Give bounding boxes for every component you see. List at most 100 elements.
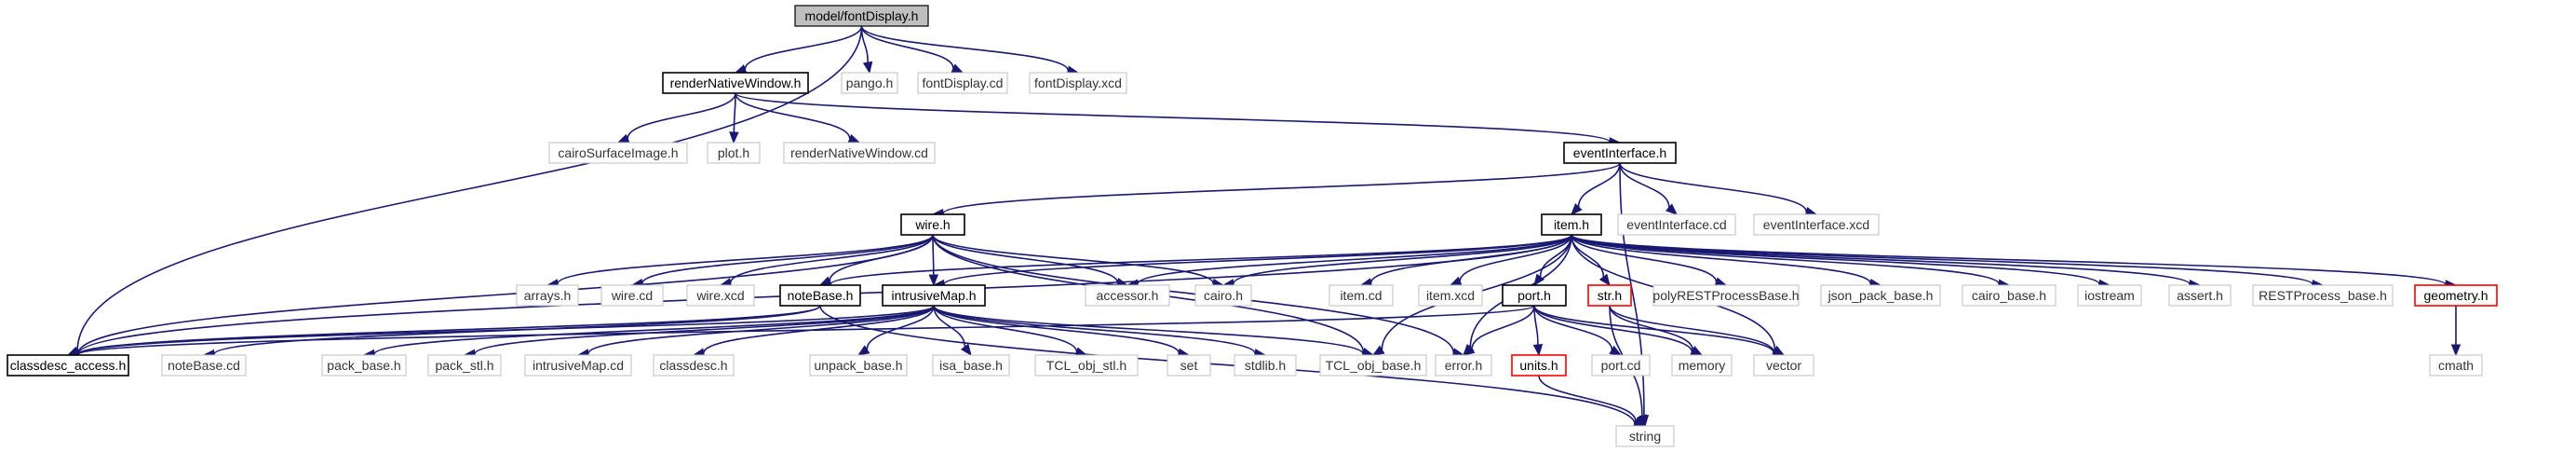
edge-item_h-to-json_pack_base_h (1571, 234, 1882, 289)
node-label: unpack_base.h (815, 358, 903, 373)
node-box (1167, 354, 1211, 377)
node-box (1753, 213, 1880, 236)
node-box (1418, 284, 1483, 307)
edge-intrusiveMap_h-to-stdlib_h (933, 305, 1267, 359)
node-vector[interactable]: vector (1753, 354, 1814, 377)
node-str-h[interactable]: str.h (1587, 284, 1632, 307)
node-units-h[interactable]: units.h (1511, 354, 1567, 377)
node-cairo-base-h[interactable]: cairo_base.h (1962, 284, 2057, 307)
node-box (882, 284, 986, 307)
node-box (783, 142, 936, 164)
node-renderNativeWindow-h[interactable]: renderNativeWindow.h (662, 72, 809, 94)
node-box (707, 142, 761, 164)
node-cairoSurfaceImage-h[interactable]: cairoSurfaceImage.h (548, 142, 688, 164)
node-label: isa_base.h (939, 358, 1003, 373)
node-box (1319, 354, 1427, 377)
node-label: model/fontDisplay.h (805, 8, 919, 23)
node-port-h[interactable]: port.h (1502, 284, 1567, 307)
node-renderNativeWindow-cd[interactable]: renderNativeWindow.cd (783, 142, 936, 164)
node-iostream[interactable]: iostream (2077, 284, 2142, 307)
node-cmath[interactable]: cmath (2429, 354, 2483, 377)
node-stdlib-h[interactable]: stdlib.h (1234, 354, 1297, 377)
node-box (7, 354, 129, 377)
node-label: pango.h (846, 75, 894, 90)
node-item-xcd[interactable]: item.xcd (1418, 284, 1483, 307)
node-box (321, 354, 407, 377)
edge-wire_h-to-noteBase_h (818, 234, 934, 286)
node-cairo-h[interactable]: cairo.h (1194, 284, 1252, 307)
edge-eventInterface_h-to-item_h (1571, 162, 1621, 215)
node-eventInterface-h[interactable]: eventInterface.h (1563, 142, 1677, 164)
node-noteBase-cd[interactable]: noteBase.cd (161, 354, 247, 377)
node-box (1435, 354, 1492, 377)
node-label: eventInterface.cd (1626, 217, 1726, 232)
node-label: eventInterface.xcd (1763, 217, 1869, 232)
node-string[interactable]: string (1615, 425, 1675, 447)
node-label: noteBase.h (788, 288, 854, 303)
node-box (1753, 354, 1814, 377)
node-wire-h[interactable]: wire.h (900, 213, 965, 236)
node-isa-base-h[interactable]: isa_base.h (932, 354, 1010, 377)
edge-wire_h-to-wire_cd (630, 234, 934, 289)
edge-fontDisplay_h-to-renderNativeWindow_h (734, 25, 863, 74)
node-box (1652, 284, 1800, 307)
node-box (1962, 284, 2057, 307)
node-noteBase-h[interactable]: noteBase.h (779, 284, 861, 307)
node-box (1194, 284, 1252, 307)
node-eventInterface-xcd[interactable]: eventInterface.xcd (1753, 213, 1880, 236)
node-box (1820, 284, 1941, 307)
node-box (524, 354, 632, 377)
node-box (2252, 284, 2394, 307)
node-box (1234, 354, 1297, 377)
node-item-h[interactable]: item.h (1541, 213, 1602, 236)
node-label: port.h (1517, 288, 1551, 303)
node-TCL-obj-base-h[interactable]: TCL_obj_base.h (1319, 354, 1427, 377)
edge-fontDisplay_h-to-fontDisplay_xcd (860, 25, 1080, 75)
node-wire-xcd[interactable]: wire.xcd (686, 284, 755, 307)
node-box (600, 284, 664, 307)
node-label: cairo.h (1204, 288, 1243, 303)
node-json-pack-base-h[interactable]: json_pack_base.h (1820, 284, 1941, 307)
node-intrusiveMap-h[interactable]: intrusiveMap.h (882, 284, 986, 307)
node-port-cd[interactable]: port.cd (1591, 354, 1651, 377)
node-error-h[interactable]: error.h (1435, 354, 1492, 377)
node-pack-stl-h[interactable]: pack_stl.h (427, 354, 502, 377)
node-classdesc-access-h[interactable]: classdesc_access.h (7, 354, 129, 377)
node-assert-h[interactable]: assert.h (2168, 284, 2232, 307)
node-accessor-h[interactable]: accessor.h (1085, 284, 1170, 307)
node-plot-h[interactable]: plot.h (707, 142, 761, 164)
node-label: intrusiveMap.h (891, 288, 976, 303)
node-geometry-h[interactable]: geometry.h (2414, 284, 2498, 307)
node-memory[interactable]: memory (1671, 354, 1733, 377)
edge-item_h-to-cairo_h (1221, 234, 1572, 289)
node-eventInterface-cd[interactable]: eventInterface.cd (1617, 213, 1736, 236)
node-classdesc-h[interactable]: classdesc.h (653, 354, 735, 377)
node-fontDisplay-h[interactable]: model/fontDisplay.h (794, 5, 929, 27)
node-polyRESTProcessBase-h[interactable]: polyRESTProcessBase.h (1652, 284, 1800, 307)
node-box (2414, 284, 2498, 307)
node-fontDisplay-xcd[interactable]: fontDisplay.xcd (1029, 72, 1127, 94)
node-TCL-obj-stl-h[interactable]: TCL_obj_stl.h (1034, 354, 1139, 377)
edge-renderNativeWindow_h-to-cairoSurfaceImage_h (616, 92, 736, 144)
node-box (1034, 354, 1139, 377)
node-pango-h[interactable]: pango.h (841, 72, 898, 94)
node-set[interactable]: set (1167, 354, 1211, 377)
node-label: geometry.h (2424, 288, 2488, 303)
node-wire-cd[interactable]: wire.cd (600, 284, 664, 307)
node-box (794, 5, 929, 27)
node-pack-base-h[interactable]: pack_base.h (321, 354, 407, 377)
node-label: wire.cd (611, 288, 653, 303)
edge-intrusiveMap_h-to-isa_base_h (933, 305, 972, 357)
node-arrays-h[interactable]: arrays.h (516, 284, 579, 307)
edge-renderNativeWindow_h-to-eventInterface_h (735, 92, 1622, 147)
node-label: item.h (1554, 217, 1589, 232)
node-fontDisplay-cd[interactable]: fontDisplay.cd (917, 72, 1008, 94)
node-box (2429, 354, 2483, 377)
node-label: TCL_obj_base.h (1326, 358, 1422, 373)
node-box (779, 284, 861, 307)
node-unpack-base-h[interactable]: unpack_base.h (809, 354, 908, 377)
node-item-cd[interactable]: item.cd (1328, 284, 1394, 307)
node-RESTProcess-base-h[interactable]: RESTProcess_base.h (2252, 284, 2394, 307)
node-intrusiveMap-cd[interactable]: intrusiveMap.cd (524, 354, 632, 377)
